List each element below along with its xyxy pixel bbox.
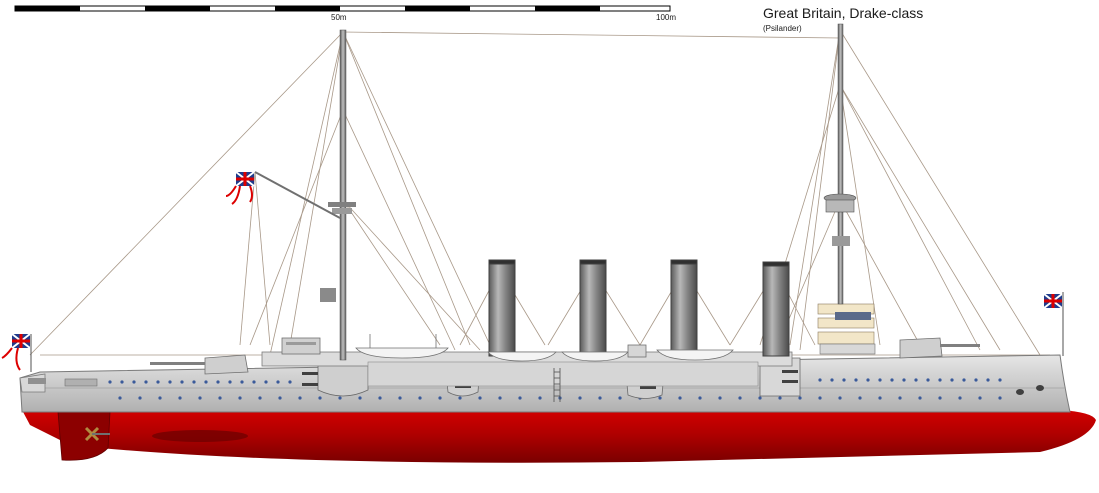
porthole xyxy=(598,396,602,400)
funnels xyxy=(488,259,790,357)
porthole xyxy=(180,380,184,384)
porthole xyxy=(298,396,302,400)
porthole xyxy=(438,396,442,400)
porthole xyxy=(878,396,882,400)
porthole xyxy=(198,396,202,400)
porthole xyxy=(678,396,682,400)
anchor-icon xyxy=(1016,385,1044,395)
propeller-icon xyxy=(84,426,110,442)
scale-bar xyxy=(14,5,671,12)
porthole xyxy=(458,396,462,400)
porthole xyxy=(798,396,802,400)
mainmast xyxy=(823,23,857,305)
porthole xyxy=(818,396,822,400)
scale-label-100m: 100m xyxy=(656,13,677,22)
porthole xyxy=(418,396,422,400)
porthole xyxy=(108,380,112,384)
rigging-lines xyxy=(29,29,1050,356)
porthole xyxy=(938,378,942,382)
porthole xyxy=(738,396,742,400)
porthole xyxy=(238,396,242,400)
porthole xyxy=(264,380,268,384)
porthole xyxy=(144,380,148,384)
union-flag-icon xyxy=(1043,292,1064,356)
porthole xyxy=(998,396,1002,400)
porthole xyxy=(914,378,918,382)
porthole xyxy=(138,396,142,400)
porthole xyxy=(758,396,762,400)
porthole xyxy=(918,396,922,400)
porthole xyxy=(518,396,522,400)
porthole xyxy=(240,380,244,384)
rudder xyxy=(57,411,111,461)
porthole xyxy=(902,378,906,382)
porthole xyxy=(478,396,482,400)
porthole xyxy=(168,380,172,384)
porthole xyxy=(158,396,162,400)
porthole xyxy=(578,396,582,400)
forward-gun-turret xyxy=(150,354,249,375)
drawing-title: Great Britain, Drake-class xyxy=(763,5,924,21)
porthole xyxy=(278,396,282,400)
porthole xyxy=(926,378,930,382)
porthole xyxy=(618,396,622,400)
porthole xyxy=(878,378,882,382)
porthole xyxy=(890,378,894,382)
aft-gun-turret xyxy=(899,337,980,359)
porthole xyxy=(228,380,232,384)
porthole xyxy=(132,380,136,384)
foremast xyxy=(254,29,356,361)
porthole xyxy=(998,378,1002,382)
lower-hull-red xyxy=(22,410,1096,463)
bilge-keel xyxy=(152,430,248,442)
union-flag-icon xyxy=(225,171,255,205)
porthole xyxy=(698,396,702,400)
porthole xyxy=(118,396,122,400)
porthole xyxy=(978,396,982,400)
porthole xyxy=(498,396,502,400)
drawing-subtitle: (Psilander) xyxy=(763,24,802,33)
porthole xyxy=(938,396,942,400)
porthole xyxy=(974,378,978,382)
porthole xyxy=(778,396,782,400)
aft-bridge xyxy=(817,303,876,355)
porthole xyxy=(156,380,160,384)
porthole xyxy=(192,380,196,384)
porthole xyxy=(962,378,966,382)
porthole xyxy=(854,378,858,382)
union-flag-icon xyxy=(1,333,32,372)
porthole xyxy=(120,380,124,384)
porthole xyxy=(858,396,862,400)
porthole xyxy=(252,380,256,384)
porthole xyxy=(658,396,662,400)
porthole xyxy=(398,396,402,400)
porthole xyxy=(358,396,362,400)
ships-boats xyxy=(355,334,734,362)
porthole xyxy=(898,396,902,400)
porthole xyxy=(830,378,834,382)
porthole xyxy=(866,378,870,382)
porthole xyxy=(216,380,220,384)
porthole xyxy=(218,396,222,400)
porthole xyxy=(338,396,342,400)
forward-bridge xyxy=(281,337,321,355)
porthole xyxy=(378,396,382,400)
ladder xyxy=(553,368,561,402)
porthole xyxy=(258,396,262,400)
porthole xyxy=(318,396,322,400)
porthole xyxy=(204,380,208,384)
porthole xyxy=(986,378,990,382)
porthole xyxy=(958,396,962,400)
porthole xyxy=(950,378,954,382)
porthole xyxy=(276,380,280,384)
porthole xyxy=(838,396,842,400)
porthole xyxy=(178,396,182,400)
porthole xyxy=(718,396,722,400)
porthole xyxy=(538,396,542,400)
porthole xyxy=(818,378,822,382)
porthole xyxy=(288,380,292,384)
scale-label-50m: 50m xyxy=(331,13,347,22)
porthole xyxy=(842,378,846,382)
